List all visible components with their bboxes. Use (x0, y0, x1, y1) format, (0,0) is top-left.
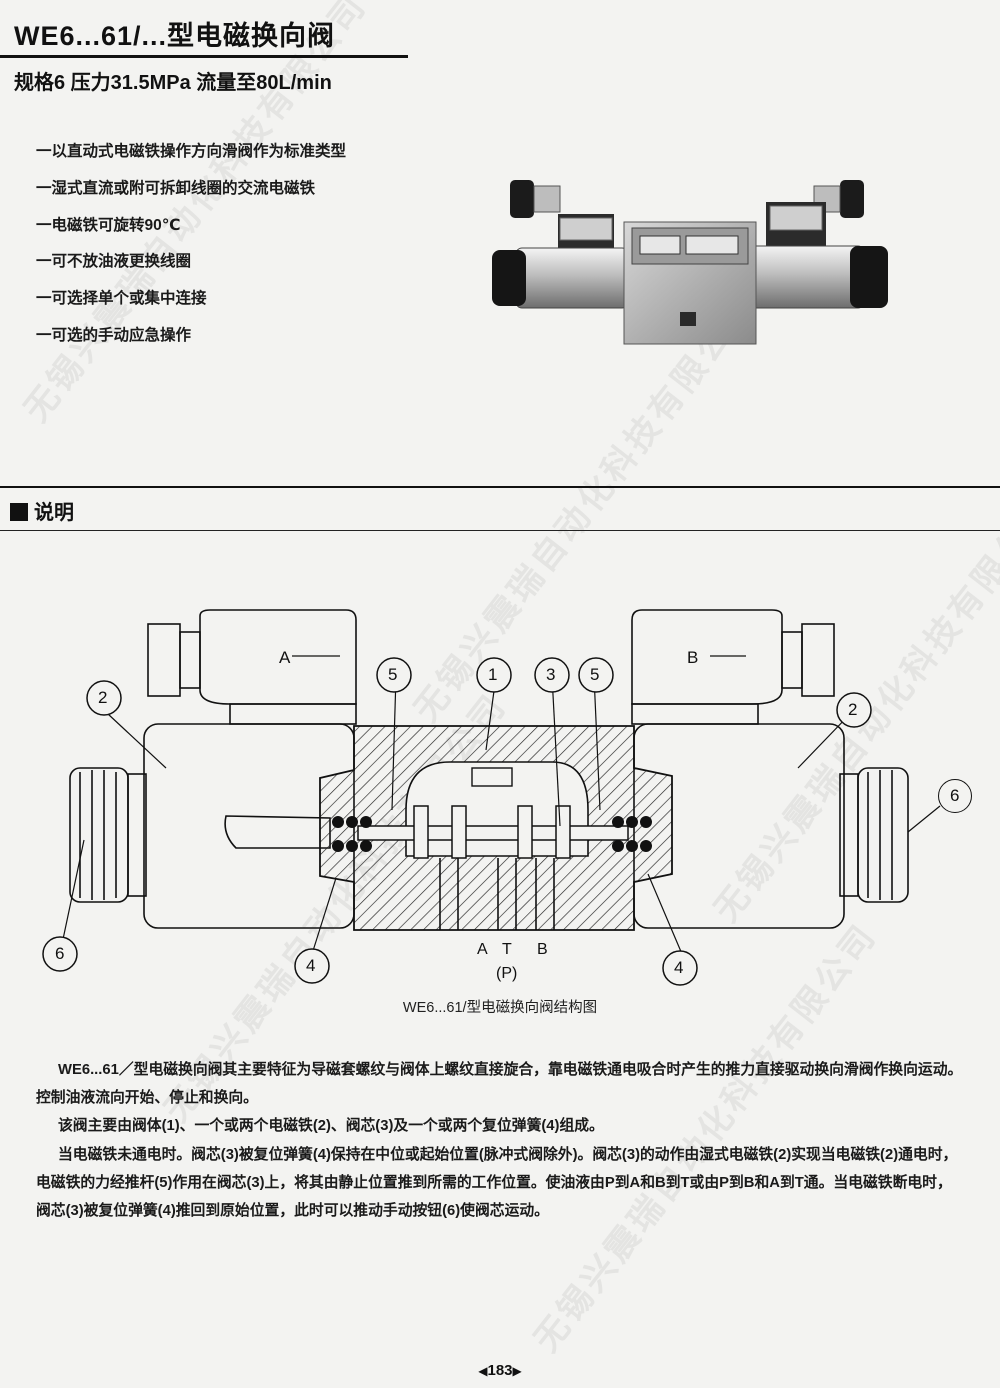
feature-item: 一湿式直流或附可拆卸线圈的交流电磁铁 (36, 179, 316, 197)
callout-label-2: 2 (848, 700, 858, 719)
feature-item: 一可不放油液更换线圈 (36, 253, 192, 271)
callout-label-1: 1 (488, 665, 498, 684)
description-text: WE6...61／型电磁换向阀其主要特征为导磁套螺纹与阀体上螺纹直接旋合，靠电磁… (36, 1056, 966, 1225)
spring-right (612, 816, 652, 852)
page-number-text: 183 (487, 1362, 513, 1379)
coil-b (631, 609, 783, 705)
section-divider (0, 486, 1000, 488)
solenoid-label-a: A (279, 648, 291, 667)
callout-label-6: 6 (55, 944, 65, 963)
description-paragraph: WE6...61／型电磁换向阀其主要特征为导磁套螺纹与阀体上螺纹直接旋合，靠电磁… (36, 1062, 963, 1107)
manual-pin-left (224, 815, 331, 849)
port-label-b: B (537, 941, 548, 958)
page-title: WE6...61/...型电磁换向阀 (14, 21, 336, 51)
description-paragraph: 当电磁铁未通电时。阀芯(3)被复位弹簧(4)保持在中位或起始位置(脉冲式阀除外)… (36, 1146, 958, 1220)
valve-structure-diagram (42, 609, 941, 986)
port-label-p: (P) (496, 965, 518, 982)
callout-label-2: 2 (98, 688, 108, 707)
callout-label-4: 4 (674, 958, 684, 977)
page-number: ◀183▶ (0, 1362, 1000, 1379)
callout-label-5: 5 (590, 665, 600, 684)
end-cap-right (857, 767, 909, 903)
spring-left (332, 816, 372, 852)
connector-a (147, 623, 181, 697)
diagram-caption: WE6...61/型电磁换向阀结构图 (402, 1000, 598, 1016)
end-cap-left (69, 767, 129, 903)
feature-item: 一可选的手动应急操作 (36, 326, 192, 344)
solenoid-label-b: B (687, 648, 699, 667)
callout-label-6: 6 (950, 786, 960, 805)
title-underline (0, 55, 408, 58)
callout-circle-6-right (938, 779, 972, 813)
callout-label-4: 4 (306, 956, 316, 975)
description-paragraph: 该阀主要由阀体(1)、一个或两个电磁铁(2)、阀芯(3)及一个或两个复位弹簧(4… (58, 1118, 604, 1135)
right-triangle-icon: ▶ (512, 1364, 522, 1378)
port-label-a: A (477, 941, 488, 958)
connector-b (801, 623, 835, 697)
callout-label-3: 3 (546, 665, 556, 684)
feature-item: 一电磁铁可旋转90℃ (36, 216, 181, 234)
callout-label-5: 5 (388, 665, 398, 684)
port-label-t: T (502, 941, 512, 958)
feature-item: 一以直动式电磁铁操作方向滑阀作为标准类型 (36, 143, 347, 160)
section-heading-text: 说明 (34, 502, 74, 524)
section-heading: 说明 (10, 496, 74, 525)
feature-list: 一以直动式电磁铁操作方向滑阀作为标准类型 一湿式直流或附可拆卸线圈的交流电磁铁 … (36, 140, 346, 361)
product-photo (492, 180, 888, 345)
feature-item: 一可选择单个或集中连接 (36, 290, 207, 308)
spool (357, 825, 629, 841)
left-triangle-icon: ◀ (478, 1364, 488, 1378)
section-underline (0, 530, 1000, 531)
coil-a (199, 609, 357, 705)
square-bullet-icon (10, 503, 28, 521)
page-subtitle: 规格6 压力31.5MPa 流量至80L/min (14, 72, 332, 94)
